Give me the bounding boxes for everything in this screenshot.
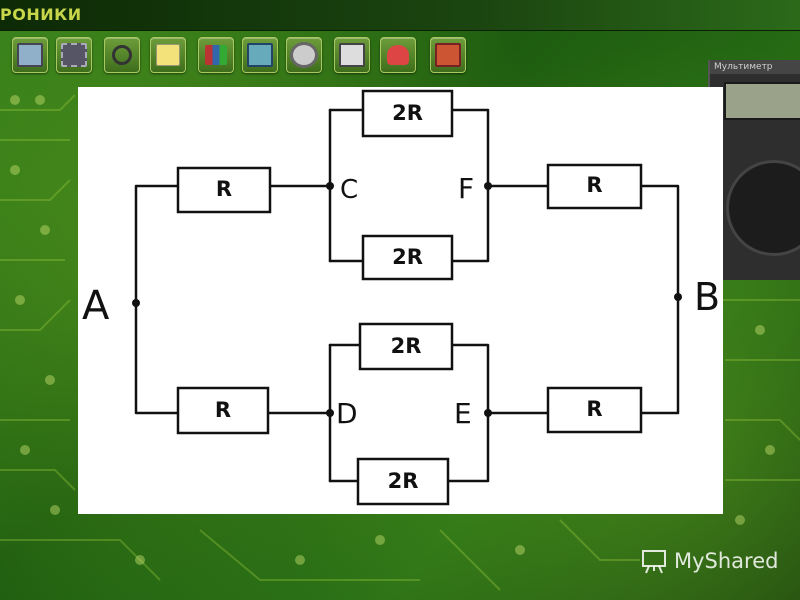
label-2r-cf-bottom: 2R [392,245,423,269]
resistor-r-ac [176,166,272,214]
watermark-text: MyShared [674,549,779,573]
monitor-icon [17,43,43,67]
calculator-icon [339,43,365,67]
circuit-icon [247,43,273,67]
resistor-r-ad [176,386,270,435]
label-r-eb: R [586,397,603,421]
junction-f [484,182,492,190]
toolbar [0,33,480,79]
label-r-ad: R [214,398,232,422]
person-button[interactable] [380,37,416,73]
cabinet-icon [435,43,461,67]
note-icon [156,44,180,66]
junction-c [326,182,334,190]
label-2r-cf-top: 2R [392,101,423,125]
junction-e [484,409,492,417]
resistor-r-fb [546,163,643,210]
node-label-b: B [694,275,721,319]
magnifier-icon [112,45,132,65]
junction-d [326,409,334,417]
circuit-wires [132,89,682,506]
chip-board-icon [61,43,87,67]
circuit-diagram: R R R R 2R 2R 2R 2R C F D E [78,87,723,514]
multimeter-panel[interactable]: Мультиметр [708,60,800,280]
app-title: РОНИКИ [0,5,82,24]
resistor-2r-de-bottom [356,457,450,506]
label-r-fb: R [586,173,603,197]
presentation-board-icon [642,550,666,574]
label-2r-de-bottom: 2R [387,469,419,493]
junction-a [132,299,140,307]
node-label-d: D [336,397,358,430]
watermark: MyShared [640,546,778,576]
circuit-button[interactable] [242,37,278,73]
note-button[interactable] [150,37,186,73]
label-r-ac: R [215,177,233,201]
title-bar: РОНИКИ [0,0,800,31]
node-label-c: C [340,175,359,205]
magnifier-button[interactable] [104,37,140,73]
resistor-2r-de-top [358,322,454,371]
node-label-f: F [458,172,475,205]
books-button[interactable] [198,37,234,73]
multimeter-title: Мультиметр [710,60,800,74]
resistor-2r-cf-top [361,89,454,138]
monitor-button[interactable] [12,37,48,73]
cabinet-button[interactable] [430,37,466,73]
multimeter-display [724,82,800,120]
junction-b [674,293,682,301]
calculator-button[interactable] [334,37,370,73]
multimeter-dial[interactable] [726,160,800,256]
disk-button[interactable] [286,37,322,73]
chip-board-button[interactable] [56,37,92,73]
person-icon [387,45,409,65]
resistor-2r-cf-bottom [361,234,454,281]
label-2r-de-top: 2R [390,334,422,358]
books-icon [205,45,227,65]
resistor-r-eb [546,386,643,434]
node-label-a: A [82,283,110,329]
disk-icon [290,42,318,68]
node-label-e: E [454,397,472,430]
